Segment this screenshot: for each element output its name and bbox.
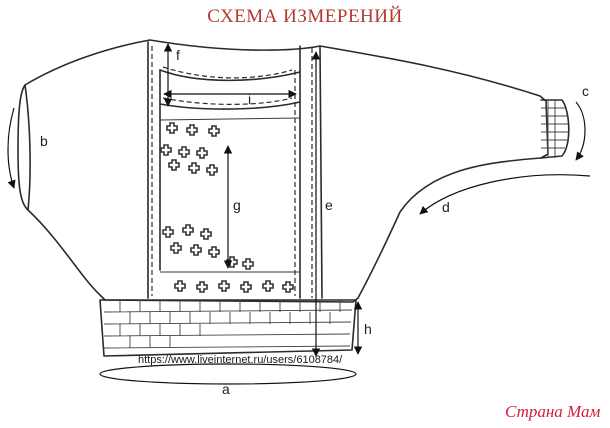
label-c: c (582, 83, 589, 99)
label-f: f (176, 47, 180, 63)
garment-outline (17, 39, 549, 303)
watermark-url: https://www.liveinternet.ru/users/610878… (138, 354, 343, 366)
label-b: b (40, 133, 48, 149)
diagram-title: СХЕМА ИЗМЕРЕНИЙ (207, 6, 402, 27)
cross-motifs (160, 122, 294, 293)
right-cuff (540, 99, 570, 159)
measurement-arrows (7, 43, 591, 385)
dashed-guides (151, 46, 313, 298)
label-g: g (233, 197, 241, 213)
brand-signature: Страна Мам (505, 402, 600, 421)
bottom-band (99, 299, 357, 357)
label-i: i (248, 91, 251, 107)
label-h: h (364, 321, 372, 337)
label-d: d (442, 199, 450, 215)
label-a: a (222, 381, 230, 397)
label-e: e (325, 197, 333, 213)
